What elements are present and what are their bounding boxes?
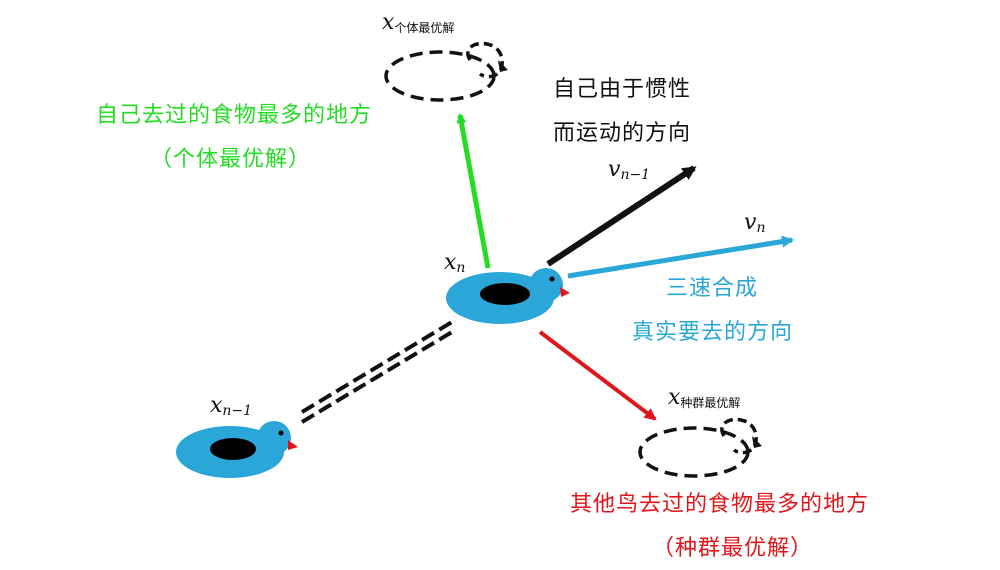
combined-label-line2: 真实要去的方向: [632, 320, 794, 345]
inertia-label-line2: 而运动的方向: [553, 121, 692, 146]
bird-previous-icon: [176, 421, 298, 478]
group-best-arrow: [538, 330, 657, 421]
trajectory-dashed-link: [300, 320, 454, 424]
inertia-velocity-arrow: [546, 165, 697, 267]
previous-position-symbol: xn−1: [210, 393, 253, 419]
group-best-note: （种群最优解）: [652, 536, 814, 561]
combined-velocity-arrow: [567, 235, 794, 279]
personal-best-loop: [384, 41, 508, 102]
bird-current-icon: [446, 268, 570, 324]
combined-velocity-symbol: vn: [744, 210, 766, 236]
group-best-loop: [638, 417, 762, 478]
group-best-label: 其他鸟去过的食物最多的地方: [570, 492, 870, 517]
personal-best-symbol: x个体最优解: [382, 10, 455, 35]
personal-best-arrow: [456, 113, 491, 269]
personal-best-note: （个体最优解）: [150, 147, 312, 172]
combined-label-line1: 三速合成: [666, 276, 759, 301]
personal-best-label: 自己去过的食物最多的地方: [96, 103, 373, 128]
inertia-velocity-symbol: vn−1: [608, 157, 651, 183]
current-position-symbol: xn: [444, 250, 466, 276]
inertia-label-line1: 自己由于惯性: [553, 77, 692, 102]
group-best-symbol: x种群最优解: [668, 385, 741, 410]
